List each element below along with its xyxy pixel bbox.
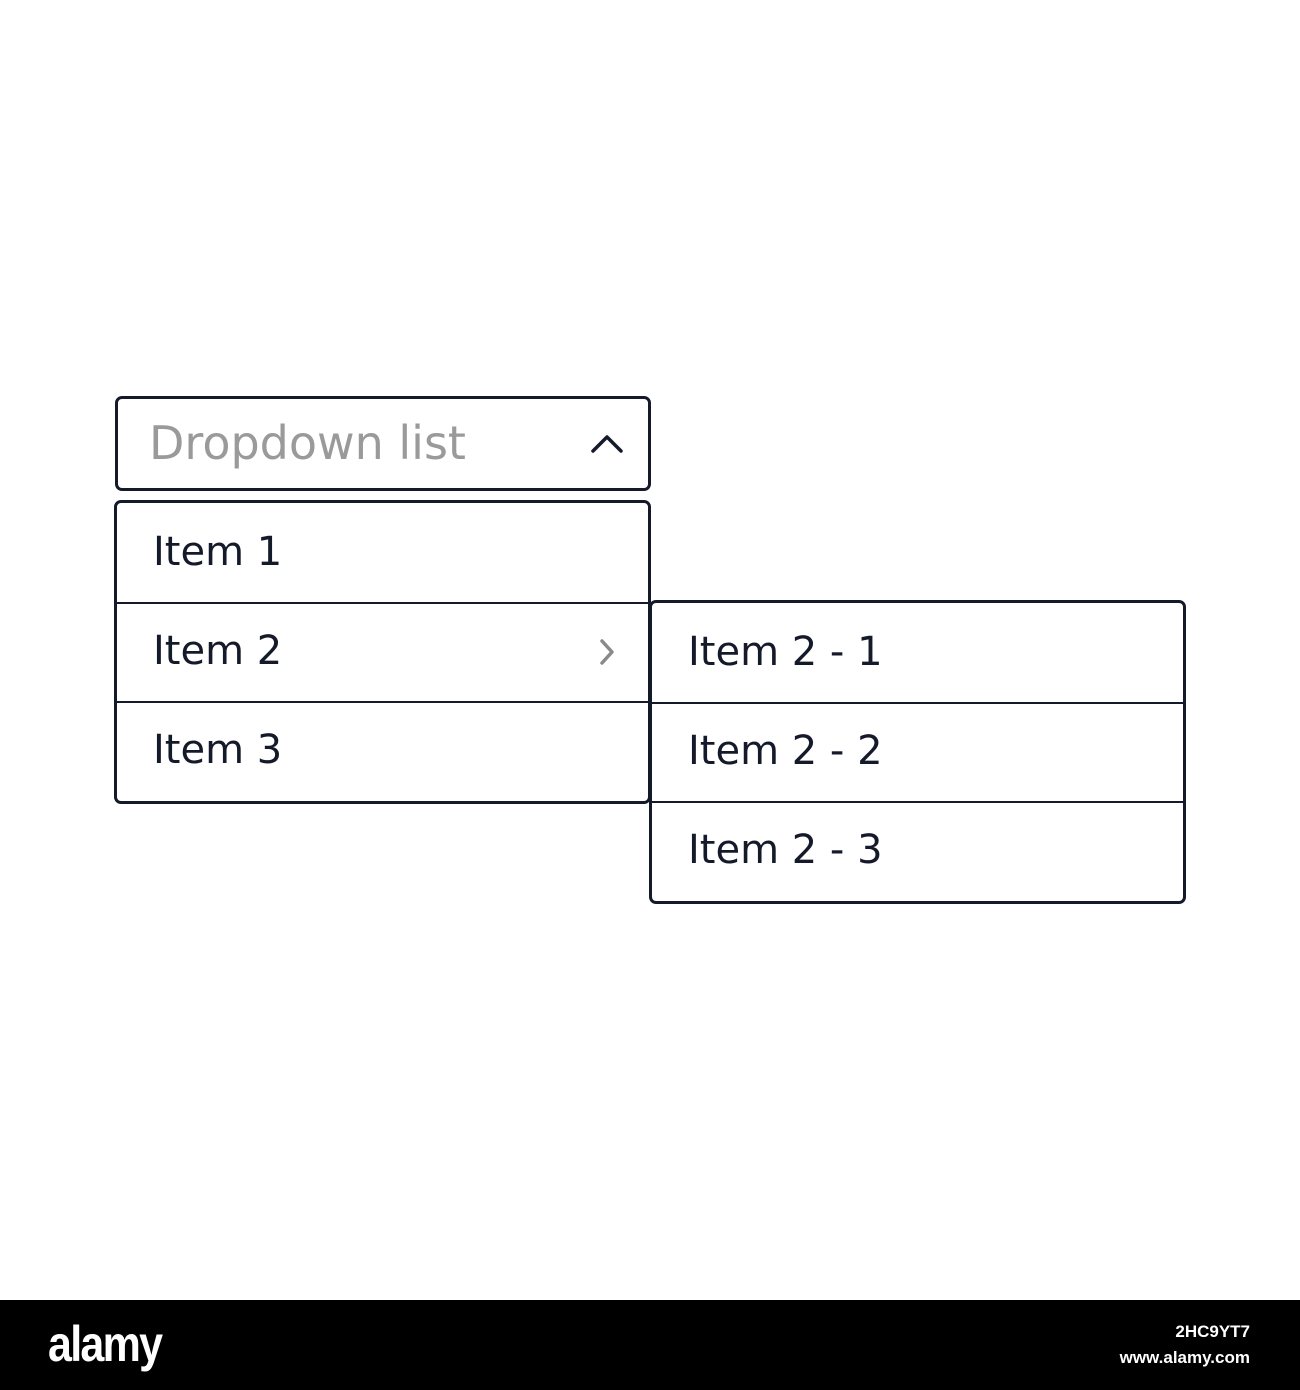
watermark-logo: alamy: [48, 1316, 163, 1372]
watermark-bar: alamy 2HC9YT7 www.alamy.com: [0, 1300, 1300, 1390]
submenu-item-2-2[interactable]: Item 2 - 2: [652, 702, 1183, 801]
menu-item-3[interactable]: Item 3: [117, 701, 648, 800]
dropdown-placeholder: Dropdown list: [149, 416, 466, 470]
chevron-right-icon: [600, 639, 614, 665]
menu-item-label: Item 3: [153, 727, 283, 773]
menu-item-2[interactable]: Item 2: [117, 602, 648, 701]
dropdown-menu: Item 1 Item 2 Item 3: [114, 500, 651, 804]
watermark-url: www.alamy.com: [1119, 1348, 1250, 1367]
watermark-image-id: 2HC9YT7: [1175, 1322, 1250, 1341]
canvas: Dropdown list Item 1 Item 2 Item 3 Item …: [114, 396, 1186, 904]
submenu-item-2-1[interactable]: Item 2 - 1: [652, 603, 1183, 702]
chevron-up-icon: [591, 435, 623, 453]
submenu-item-label: Item 2 - 2: [688, 728, 883, 774]
dropdown-trigger[interactable]: Dropdown list: [115, 396, 651, 491]
menu-item-label: Item 2: [153, 628, 283, 674]
submenu-item-2-3[interactable]: Item 2 - 3: [652, 801, 1183, 900]
menu-item-label: Item 1: [153, 529, 283, 575]
submenu: Item 2 - 1 Item 2 - 2 Item 2 - 3: [649, 600, 1186, 904]
menu-item-1[interactable]: Item 1: [117, 503, 648, 602]
submenu-item-label: Item 2 - 3: [688, 827, 883, 873]
submenu-item-label: Item 2 - 1: [688, 629, 883, 675]
